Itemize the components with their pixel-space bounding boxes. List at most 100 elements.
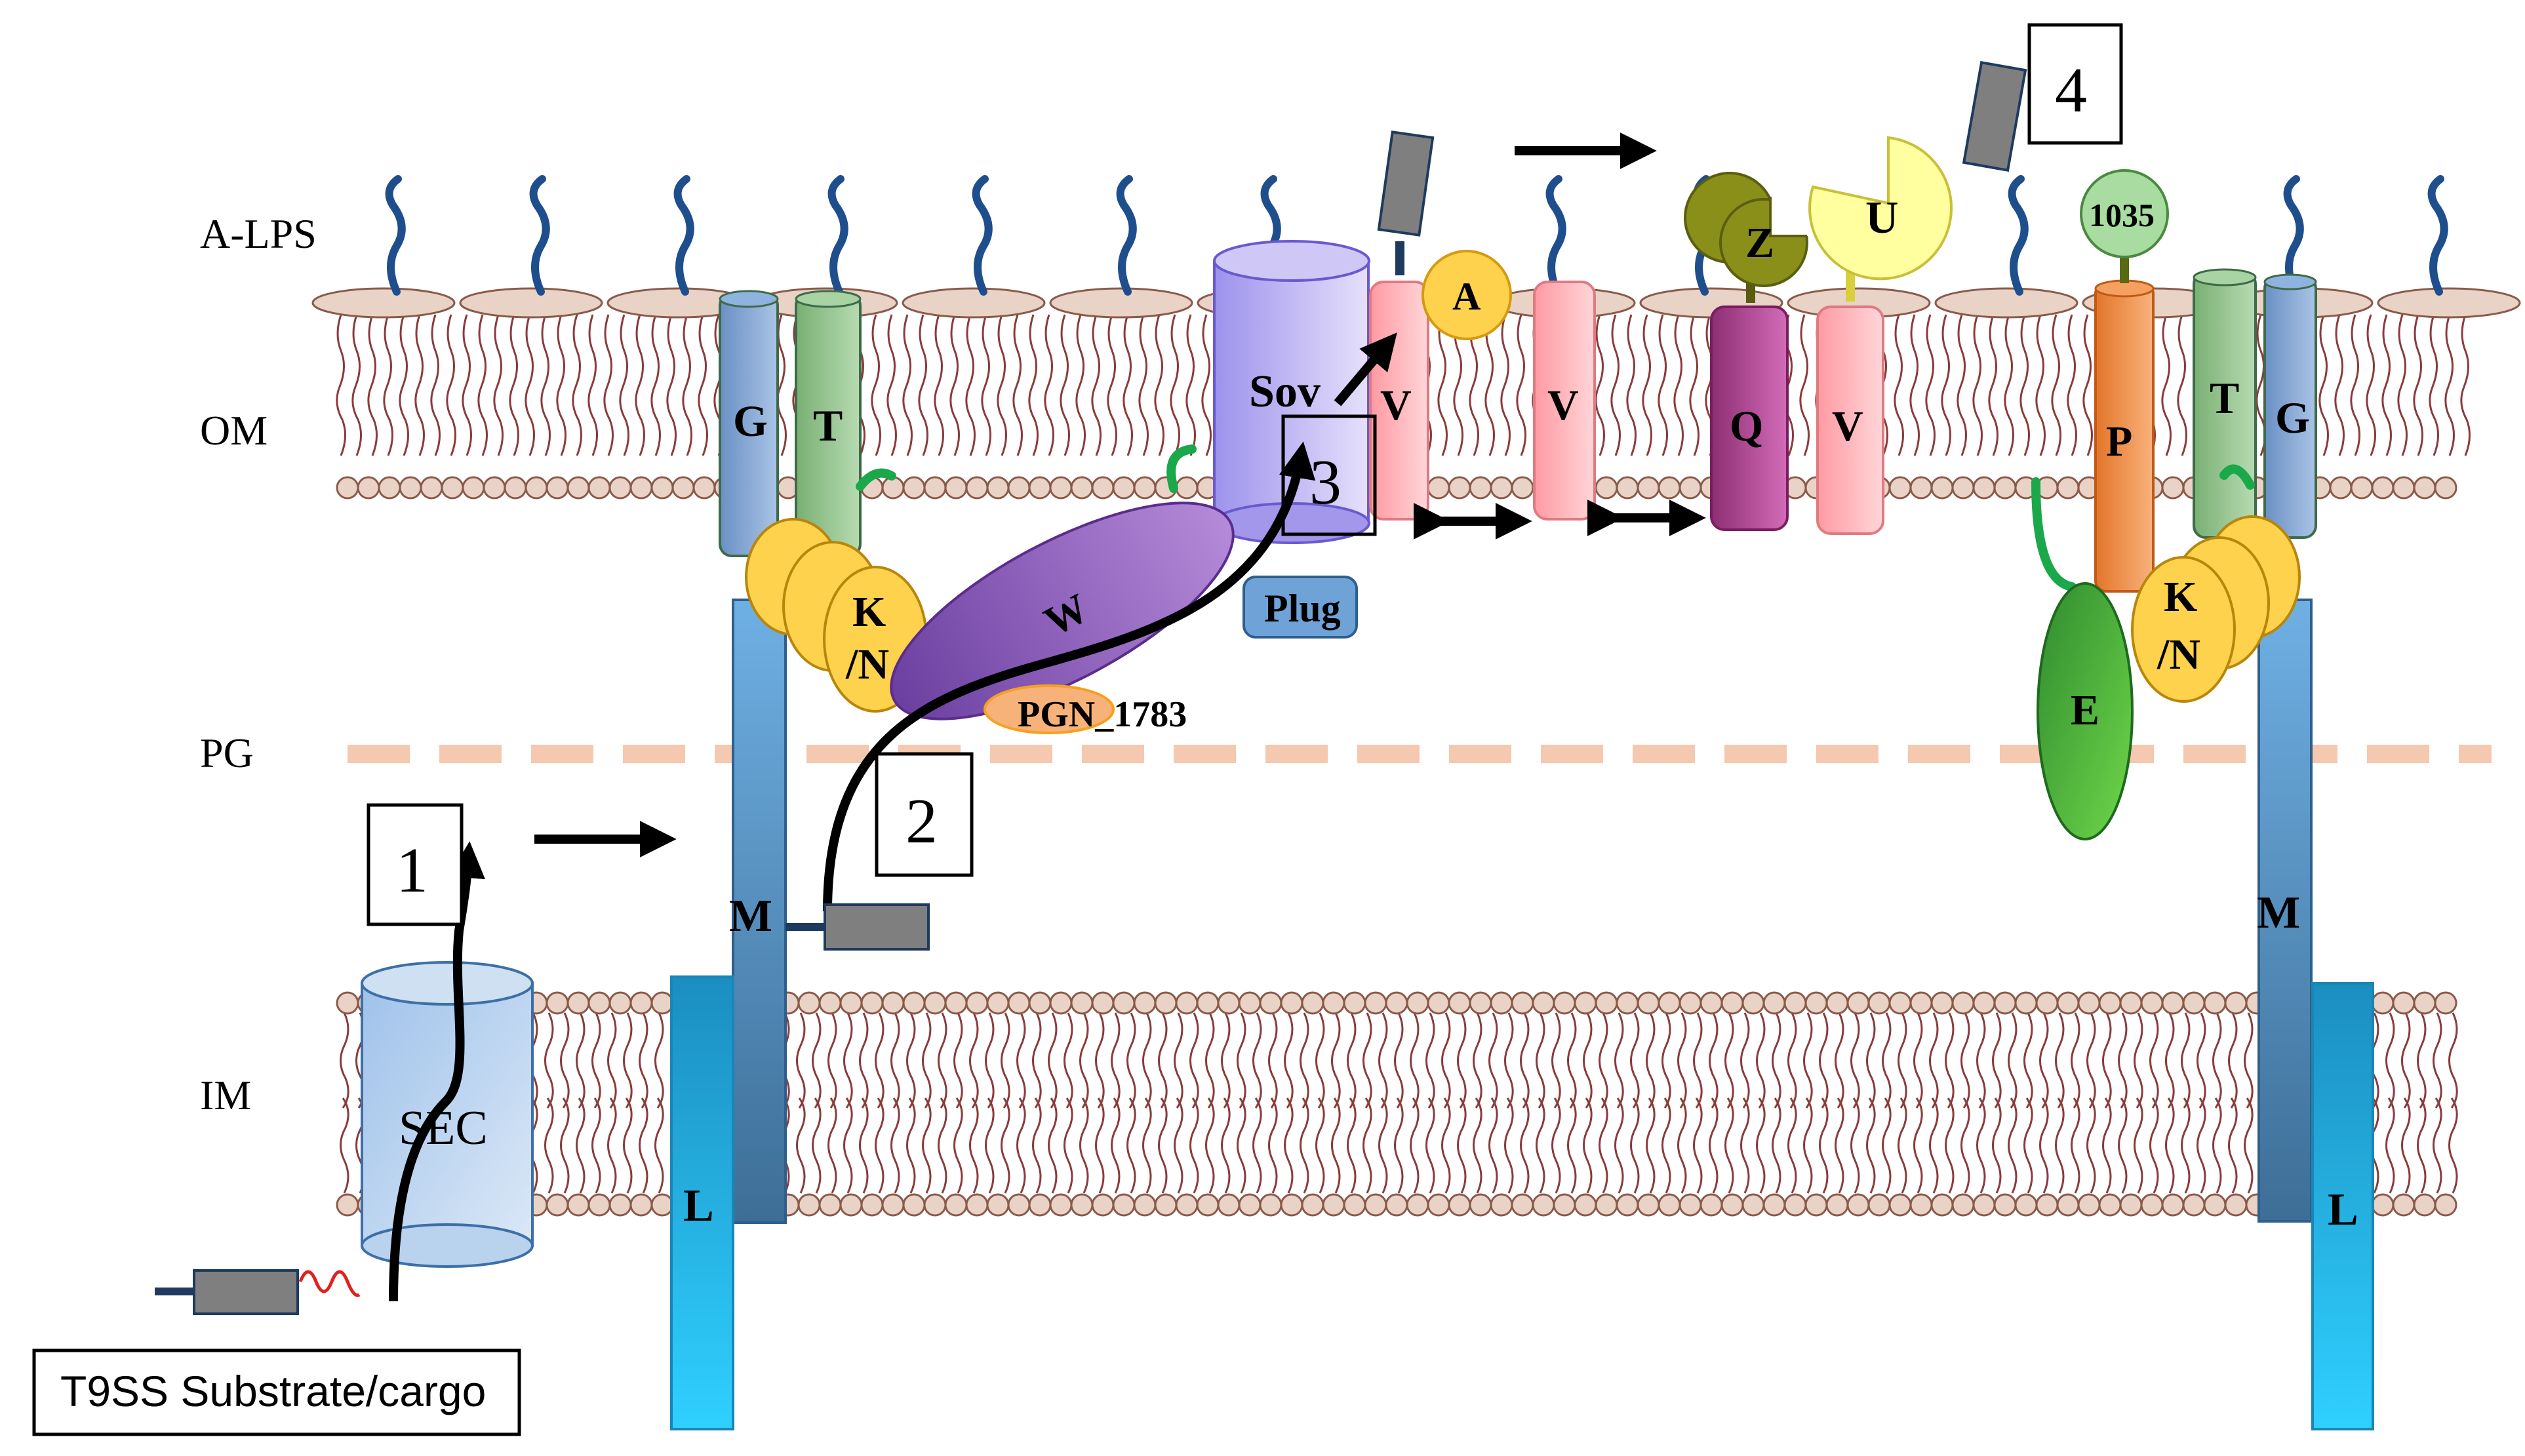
im-outer-head — [2014, 991, 2038, 1015]
plug: Plug — [1243, 576, 1358, 639]
im-inner-head — [1154, 1193, 1178, 1217]
gldt-left-lipid-anchor — [856, 468, 896, 491]
im-inner-head — [546, 1193, 569, 1217]
gldm-right-label: M — [2257, 888, 2300, 938]
im-inner-head — [1511, 1193, 1534, 1217]
im-lipid-tail — [1111, 1097, 1121, 1194]
im-outer-head — [650, 991, 674, 1015]
im-lipid-tail — [796, 1012, 806, 1109]
im-lipid-tail — [1394, 1097, 1404, 1194]
im-lipid-tail — [1048, 1097, 1058, 1194]
pgn-1783-label: PGN_1783 — [1018, 694, 1187, 735]
im-inner-head — [1448, 1193, 1471, 1217]
om-inner-head — [2161, 476, 2185, 500]
im-outer-head — [1595, 991, 1618, 1015]
im-outer-head — [1783, 991, 1807, 1015]
im-lipid-tail — [1819, 1097, 1829, 1194]
om-lipid-tail — [1469, 314, 1479, 456]
step-box-1: 1 — [367, 803, 464, 926]
om-lipid-tail — [1941, 314, 1951, 456]
im-outer-head — [1280, 991, 1303, 1015]
im-lipid-tail — [2448, 1012, 2458, 1109]
im-inner-head — [1951, 1193, 1975, 1217]
im-lipid-tail — [938, 1012, 947, 1109]
pgn-1035-label: 1035 — [2089, 197, 2155, 233]
gldg-right: G — [2263, 273, 2317, 539]
im-outer-head — [1720, 991, 1744, 1015]
im-lipid-tail — [1362, 1012, 1372, 1109]
om-lipid-tail — [2177, 314, 2187, 456]
a-lps-chains — [385, 175, 2448, 296]
im-lipid-tail — [1630, 1097, 1640, 1194]
im-lipid-tail — [1976, 1097, 1986, 1194]
im-lipid-tail — [1583, 1012, 1593, 1109]
im-lipid-tail — [2118, 1012, 2128, 1109]
im-lipid-tail — [2228, 1012, 2238, 1109]
im-lipid-tail — [2086, 1012, 2096, 1109]
im-outer-head — [881, 991, 905, 1015]
om-inner-head — [1993, 476, 2017, 500]
porv-2-label: V — [1547, 382, 1579, 429]
om-lipid-tail — [902, 314, 913, 456]
im-lipid-tail — [1189, 1012, 1199, 1109]
im-outer-head — [1427, 991, 1450, 1015]
legend-box: T9SS Substrate/cargo — [32, 1348, 521, 1436]
om-inner-head — [378, 476, 401, 500]
om-inner-head — [1091, 476, 1115, 500]
im-lipid-tail — [1378, 1012, 1388, 1109]
step-label-3: 3 — [1309, 447, 1342, 518]
om-lipid-tail — [2350, 314, 2360, 456]
im-inner-head — [1364, 1193, 1387, 1217]
im-inner-head — [2077, 1193, 2101, 1217]
om-lipid-tail — [949, 314, 960, 456]
im-inner-head — [2161, 1193, 2185, 1217]
im-outer-head — [1762, 991, 1786, 1015]
om-inner-head — [1888, 476, 1912, 500]
porz: Z — [1684, 172, 1810, 287]
im-lipid-tail — [2008, 1012, 2018, 1109]
om-lipid-tail — [2019, 314, 2030, 456]
om-lipid-tail — [650, 314, 661, 456]
im-lipid-tail — [560, 1097, 570, 1194]
im-outer-head — [2035, 991, 2059, 1015]
im-lipid-tail — [1347, 1097, 1357, 1194]
im-lipid-tail — [1331, 1012, 1341, 1109]
im-lipid-tail — [1394, 1012, 1404, 1109]
om-lipid-tail — [572, 314, 582, 456]
im-inner-head — [1846, 1193, 1870, 1217]
om-inner-head — [420, 476, 443, 500]
im-lipid-tail — [1032, 1012, 1042, 1109]
om-inner-head — [546, 476, 569, 500]
im-inner-head — [1028, 1193, 1052, 1217]
om-lipid-tail — [2366, 314, 2376, 456]
im-lipid-tail — [1898, 1012, 1907, 1109]
im-lipid-tail — [1095, 1012, 1105, 1109]
om-lipid-tail — [1154, 314, 1164, 456]
im-outer-head — [2119, 991, 2143, 1015]
gldk-gldn-right: K /N — [2131, 515, 2301, 703]
om-lipid-tail — [1185, 314, 1196, 456]
om-lipid-tail — [1060, 314, 1070, 456]
im-outer-head — [860, 991, 884, 1015]
im-lipid-tail — [1835, 1012, 1844, 1109]
im-inner-head — [1406, 1193, 1429, 1217]
om-lipid-tail — [603, 314, 614, 456]
om-lipid-tail — [540, 314, 551, 456]
om-lipid-tail — [1091, 314, 1102, 456]
im-outer-head — [1322, 991, 1345, 1015]
im-outer-head — [1637, 991, 1660, 1015]
im-lipid-tail — [2071, 1097, 2080, 1194]
om-lipid-tail — [336, 314, 346, 456]
om-inner-head — [2392, 476, 2416, 500]
om-inner-head — [1972, 476, 1996, 500]
porv-1: V — [1369, 281, 1429, 521]
im-lipid-tail — [1457, 1012, 1467, 1109]
om-inner-head — [2056, 476, 2080, 500]
im-inner-head — [965, 1193, 989, 1217]
lps-chain — [1545, 175, 1566, 296]
im-lipid-tail — [1740, 1097, 1750, 1194]
im-lipid-tail — [1724, 1012, 1734, 1109]
om-inner-head — [1951, 476, 1975, 500]
im-outer-head — [629, 991, 653, 1015]
